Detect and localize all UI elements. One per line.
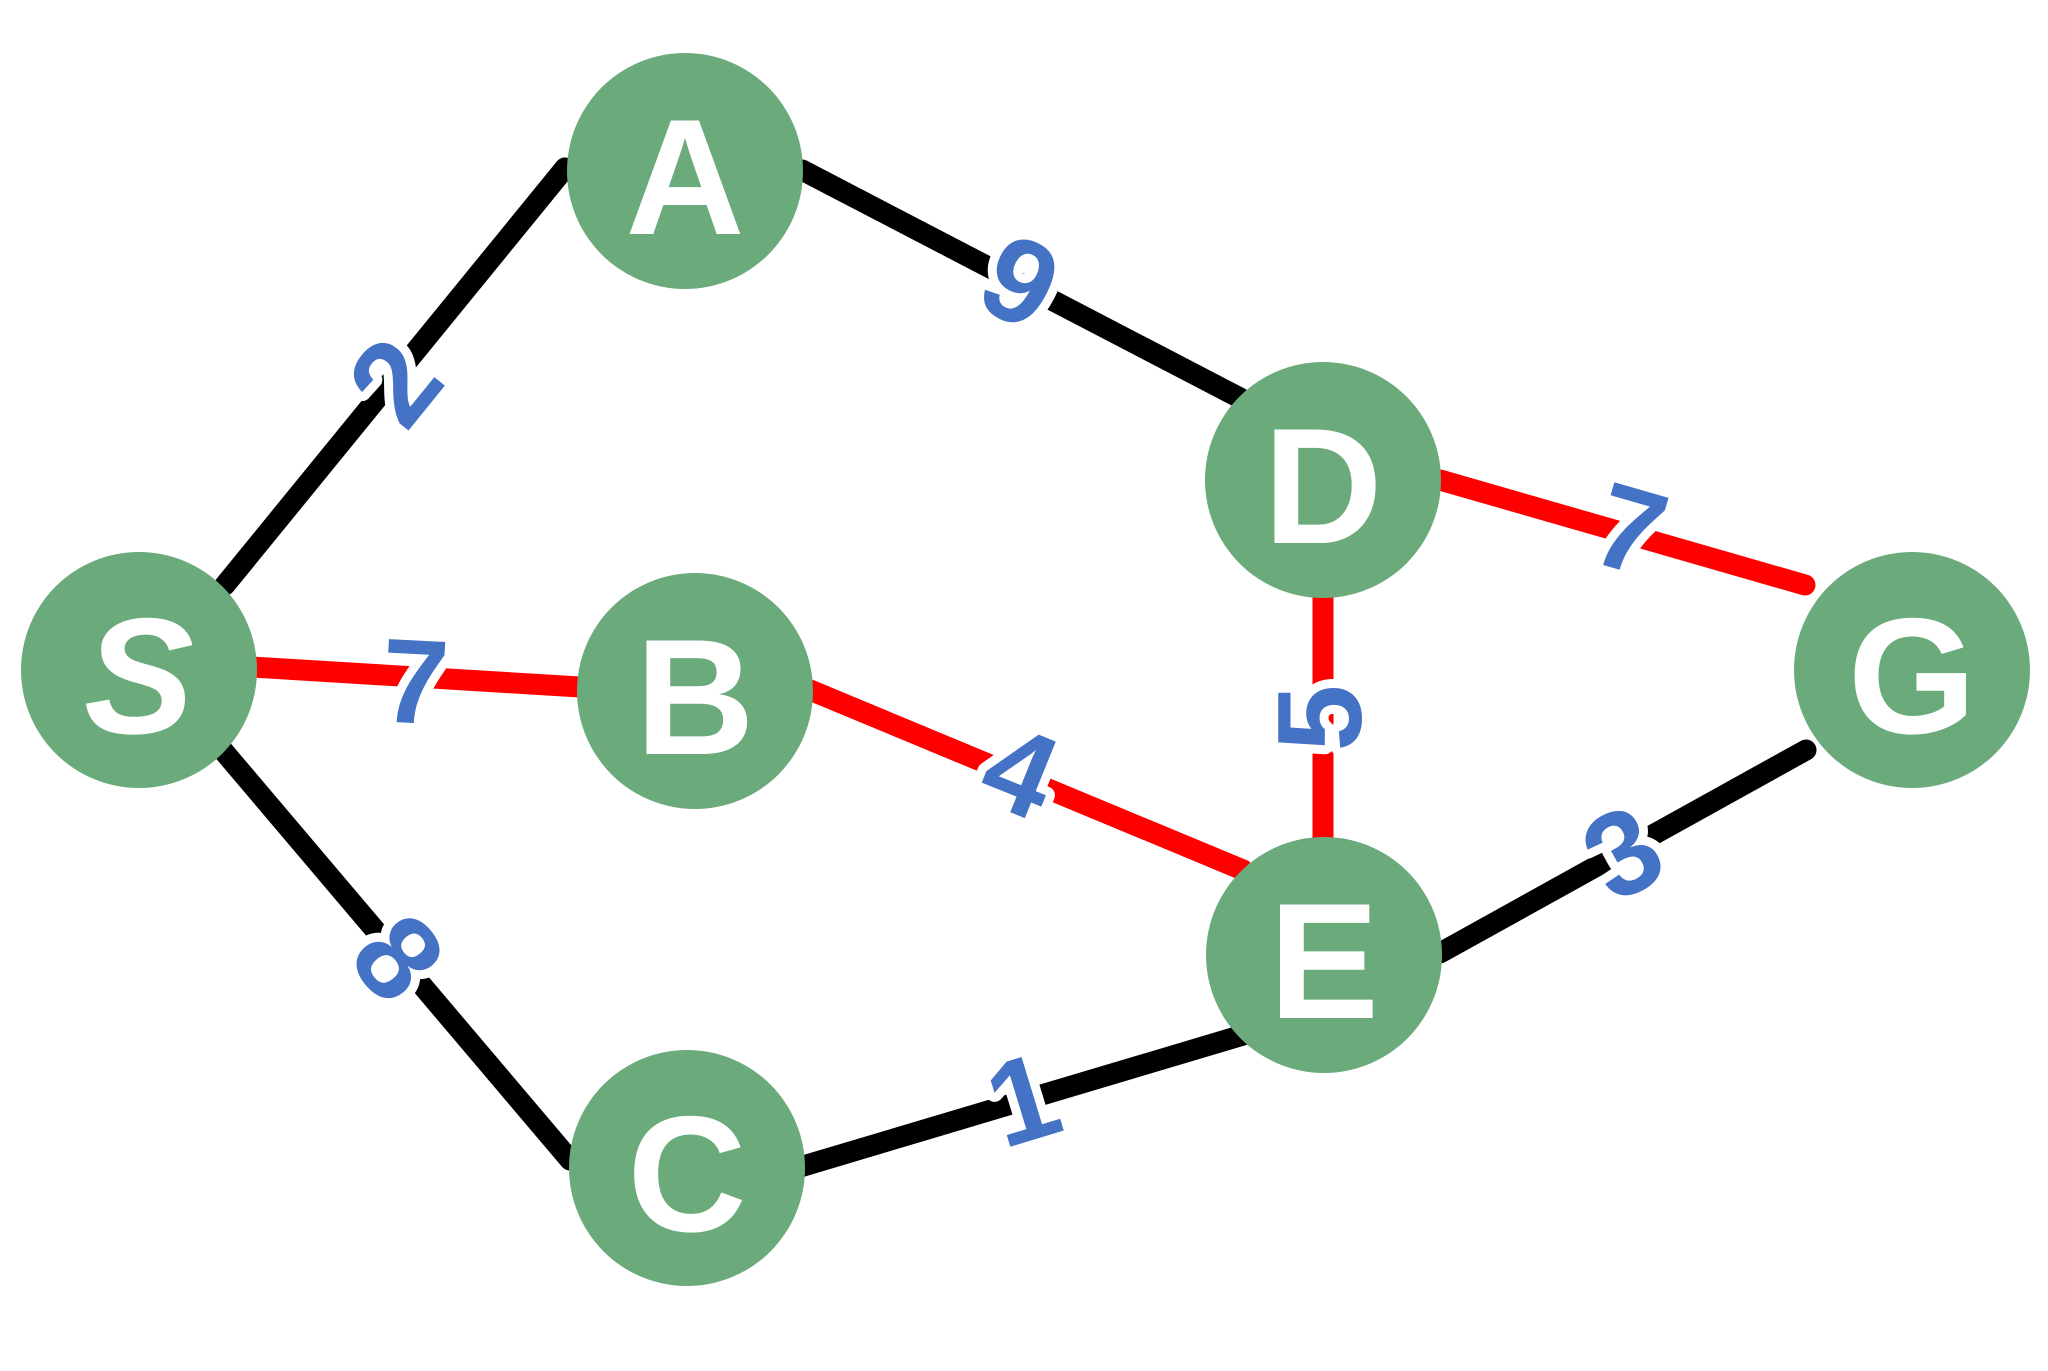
node-G-label: G <box>1848 584 1976 768</box>
node-G: G <box>1794 552 2030 788</box>
node-A-label: A <box>625 85 744 269</box>
node-A-circle <box>567 53 803 289</box>
node-D-label: D <box>1263 394 1382 578</box>
node-G-circle <box>1794 552 2030 788</box>
node-S: S <box>21 552 257 788</box>
edge-A-D <box>791 159 1251 409</box>
node-B-circle <box>577 573 813 809</box>
node-S-circle <box>21 552 257 788</box>
node-B-label: B <box>635 605 754 789</box>
edge-B-E <box>799 679 1254 881</box>
weight-label-D-E: 5 <box>1253 685 1387 752</box>
node-E: E <box>1206 837 1442 1073</box>
node-B: B <box>577 573 813 809</box>
node-D: D <box>1205 362 1441 598</box>
edges-layer <box>209 157 1817 1178</box>
weight-label-S-B: 7 <box>378 613 452 750</box>
edge-D-G <box>1429 469 1816 596</box>
node-E-label: E <box>1269 869 1379 1053</box>
edge-S-B <box>241 656 591 698</box>
edge-S-A <box>214 157 576 596</box>
edge-C-E <box>789 1024 1254 1178</box>
node-E-circle <box>1206 837 1442 1073</box>
weight-label-D-G: 7 <box>1579 456 1680 603</box>
edge-E-G <box>1429 739 1817 964</box>
weight-label-A-D: 9 <box>960 207 1080 357</box>
node-S-label: S <box>84 584 194 768</box>
node-C-circle <box>569 1050 805 1286</box>
edge-S-C <box>209 736 581 1171</box>
node-C-label: C <box>627 1082 746 1266</box>
node-D-circle <box>1205 362 1441 598</box>
nodes-layer: S A B C D E G <box>21 53 2030 1286</box>
node-A: A <box>567 53 803 289</box>
weight-label-E-G: 3 <box>1561 778 1684 928</box>
node-C: C <box>569 1050 805 1286</box>
